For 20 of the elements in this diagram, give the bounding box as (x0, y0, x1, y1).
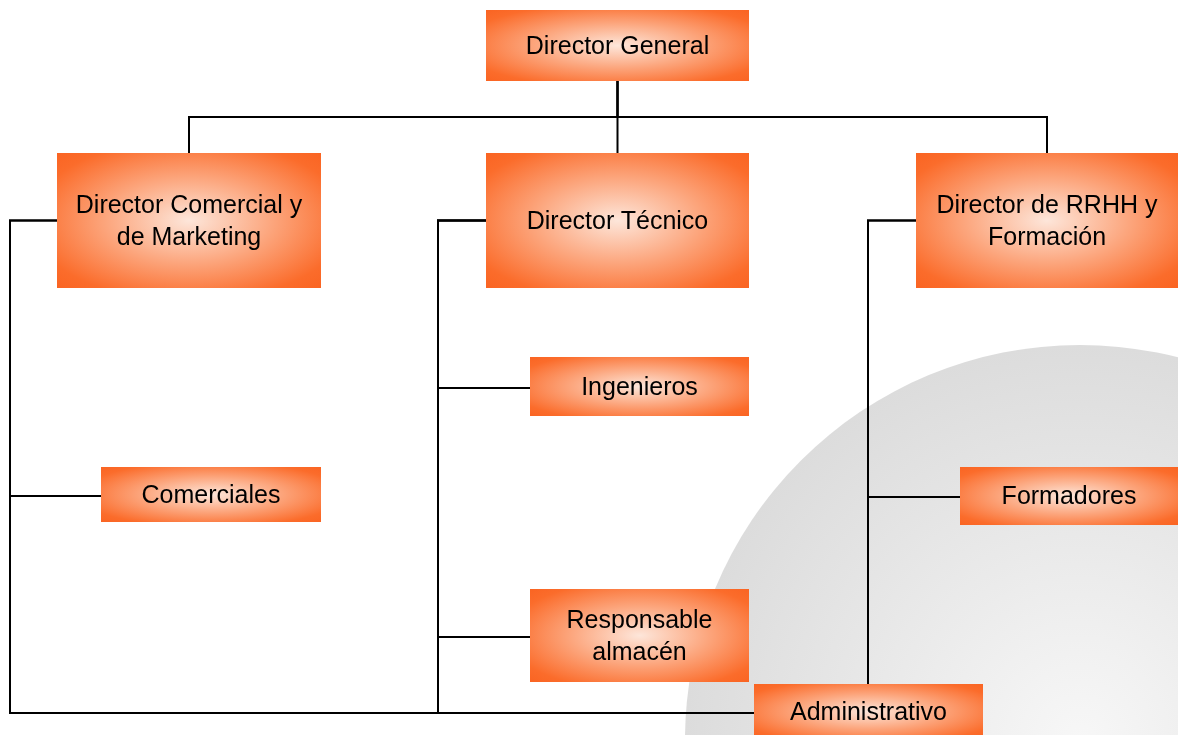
org-box (57, 153, 321, 288)
role-label: Director Técnico (526, 204, 709, 236)
org-box (754, 684, 983, 735)
org-box (530, 589, 749, 682)
org-box (530, 357, 749, 416)
connector-line (616, 80, 1048, 154)
org-box (486, 153, 749, 288)
role-label: Administrativo (790, 695, 947, 727)
role-label: Director General (525, 29, 710, 61)
role-label: Director Comercial y de Marketing (74, 189, 304, 252)
role-label: Comerciales (141, 478, 281, 510)
role-label: Ingenieros (581, 370, 698, 402)
role-label: Formadores (1001, 480, 1137, 512)
org-box (960, 467, 1178, 525)
role-label: Responsable almacén (565, 604, 714, 667)
org-box (916, 153, 1178, 288)
role-label: Director de RRHH y Formación (935, 189, 1159, 252)
org-box (486, 10, 749, 81)
connector-line (867, 219, 917, 685)
org-box (101, 467, 321, 522)
